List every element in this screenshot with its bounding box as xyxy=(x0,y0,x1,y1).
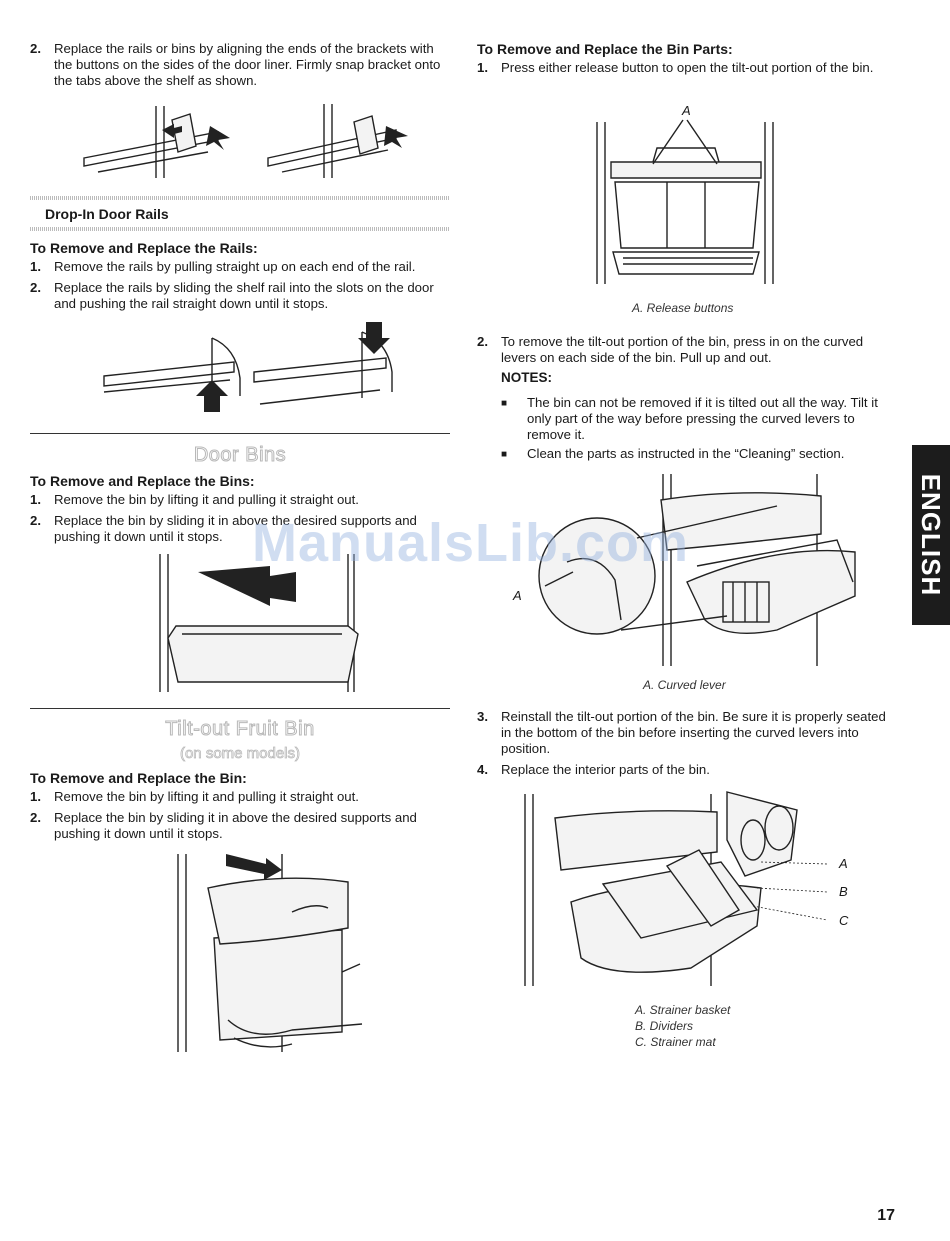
figure-label-a-strainer: A xyxy=(839,856,848,871)
step-text: Press either release button to open the … xyxy=(501,60,874,75)
drop-in-rails-illustration xyxy=(103,322,393,412)
curved-lever-illustration xyxy=(538,474,856,666)
parts-step-4: 4. Replace the interior parts of the bin… xyxy=(477,762,897,778)
figure-label-a: A xyxy=(682,103,691,118)
step-text: Replace the interior parts of the bin. xyxy=(501,762,710,777)
rail-bracket-illustration xyxy=(83,104,408,178)
language-side-tab: ENGLISH xyxy=(912,445,950,625)
step-number: 3. xyxy=(477,709,488,724)
interior-parts-illustration xyxy=(524,791,828,986)
figure-label-c-mat: C xyxy=(839,913,849,928)
step-number: 4. xyxy=(477,762,488,777)
step-number: 2. xyxy=(30,280,41,295)
figure-label-b-dividers: B xyxy=(839,884,848,899)
bin-step-1: 1. Remove the bin by lifting it and pull… xyxy=(30,789,450,805)
step-text: Replace the bin by sliding it in above t… xyxy=(54,513,417,544)
rails-heading: To Remove and Replace the Rails: xyxy=(30,240,258,256)
rails-step-2: 2. Replace the rails or bins by aligning… xyxy=(30,41,450,89)
figure-caption-strainer-mat: C. Strainer mat xyxy=(635,1035,716,1049)
note-item: ■ The bin can not be removed if it is ti… xyxy=(501,395,897,443)
step-number: 2. xyxy=(30,513,41,528)
language-tab-label: ENGLISH xyxy=(916,473,946,597)
figure-caption-curved-lever: A. Curved lever xyxy=(643,678,726,692)
rails-step-1: 1. Remove the rails by pulling straight … xyxy=(30,259,450,275)
step-text: Replace the rails by sliding the shelf r… xyxy=(54,280,434,311)
step-number: 1. xyxy=(477,60,488,75)
step-text: Reinstall the tilt-out portion of the bi… xyxy=(501,709,886,756)
step-text: Remove the bin by lifting it and pulling… xyxy=(54,492,359,507)
note-text: The bin can not be removed if it is tilt… xyxy=(527,395,878,442)
bullet-icon: ■ xyxy=(501,449,508,460)
step-number: 1. xyxy=(30,789,41,804)
bin-parts-heading: To Remove and Replace the Bin Parts: xyxy=(477,41,733,57)
notes-label: NOTES: xyxy=(501,370,553,385)
fruit-bin-title: Tilt-out Fruit Bin xyxy=(165,718,315,740)
fruit-bin-subtitle: (on some models) xyxy=(179,745,301,762)
divider xyxy=(30,433,450,434)
rails-step-2b: 2. Replace the rails by sliding the shel… xyxy=(30,280,450,312)
bin-heading: To Remove and Replace the Bin: xyxy=(30,770,247,786)
step-number: 1. xyxy=(30,259,41,274)
figure-caption-strainer-basket: A. Strainer basket xyxy=(635,1003,731,1017)
page-number: 17 xyxy=(877,1207,895,1224)
bullet-icon: ■ xyxy=(501,398,508,409)
bins-step-2: 2. Replace the bin by sliding it in abov… xyxy=(30,513,450,545)
figure-caption-release-buttons: A. Release buttons xyxy=(632,301,734,315)
figure-label-a-lever: A xyxy=(513,588,522,603)
step-number: 2. xyxy=(477,334,488,349)
step-text: Replace the bin by sliding it in above t… xyxy=(54,810,417,841)
step-text: Remove the rails by pulling straight up … xyxy=(54,259,416,274)
divider xyxy=(30,708,450,709)
bins-step-1: 1. Remove the bin by lifting it and pull… xyxy=(30,492,450,508)
step-text: To remove the tilt-out portion of the bi… xyxy=(501,334,864,365)
release-buttons-illustration xyxy=(596,119,774,284)
figure-caption-dividers: B. Dividers xyxy=(635,1019,694,1033)
fruit-bin-illustration xyxy=(177,854,363,1052)
section-band-bottom xyxy=(30,227,450,231)
parts-step-1: 1. Press either release button to open t… xyxy=(477,60,897,76)
bin-step-2: 2. Replace the bin by sliding it in abov… xyxy=(30,810,450,842)
note-item: ■ Clean the parts as instructed in the “… xyxy=(501,446,897,463)
step-number: 2. xyxy=(30,41,41,56)
watermark: ManualsLib.com xyxy=(252,513,690,573)
step-text: Replace the rails or bins by aligning th… xyxy=(54,41,441,88)
note-text: Clean the parts as instructed in the “Cl… xyxy=(527,446,845,461)
step-number: 2. xyxy=(30,810,41,825)
drop-in-rails-title: Drop-In Door Rails xyxy=(45,206,169,222)
door-bins-title: Door Bins xyxy=(193,444,287,466)
step-number: 1. xyxy=(30,492,41,507)
parts-step-3: 3. Reinstall the tilt-out portion of the… xyxy=(477,709,897,757)
step-text: Remove the bin by lifting it and pulling… xyxy=(54,789,359,804)
bins-heading: To Remove and Replace the Bins: xyxy=(30,473,255,489)
section-band-top xyxy=(30,196,450,200)
parts-step-2: 2. To remove the tilt-out portion of the… xyxy=(477,334,897,366)
door-bin-illustration xyxy=(159,554,359,692)
